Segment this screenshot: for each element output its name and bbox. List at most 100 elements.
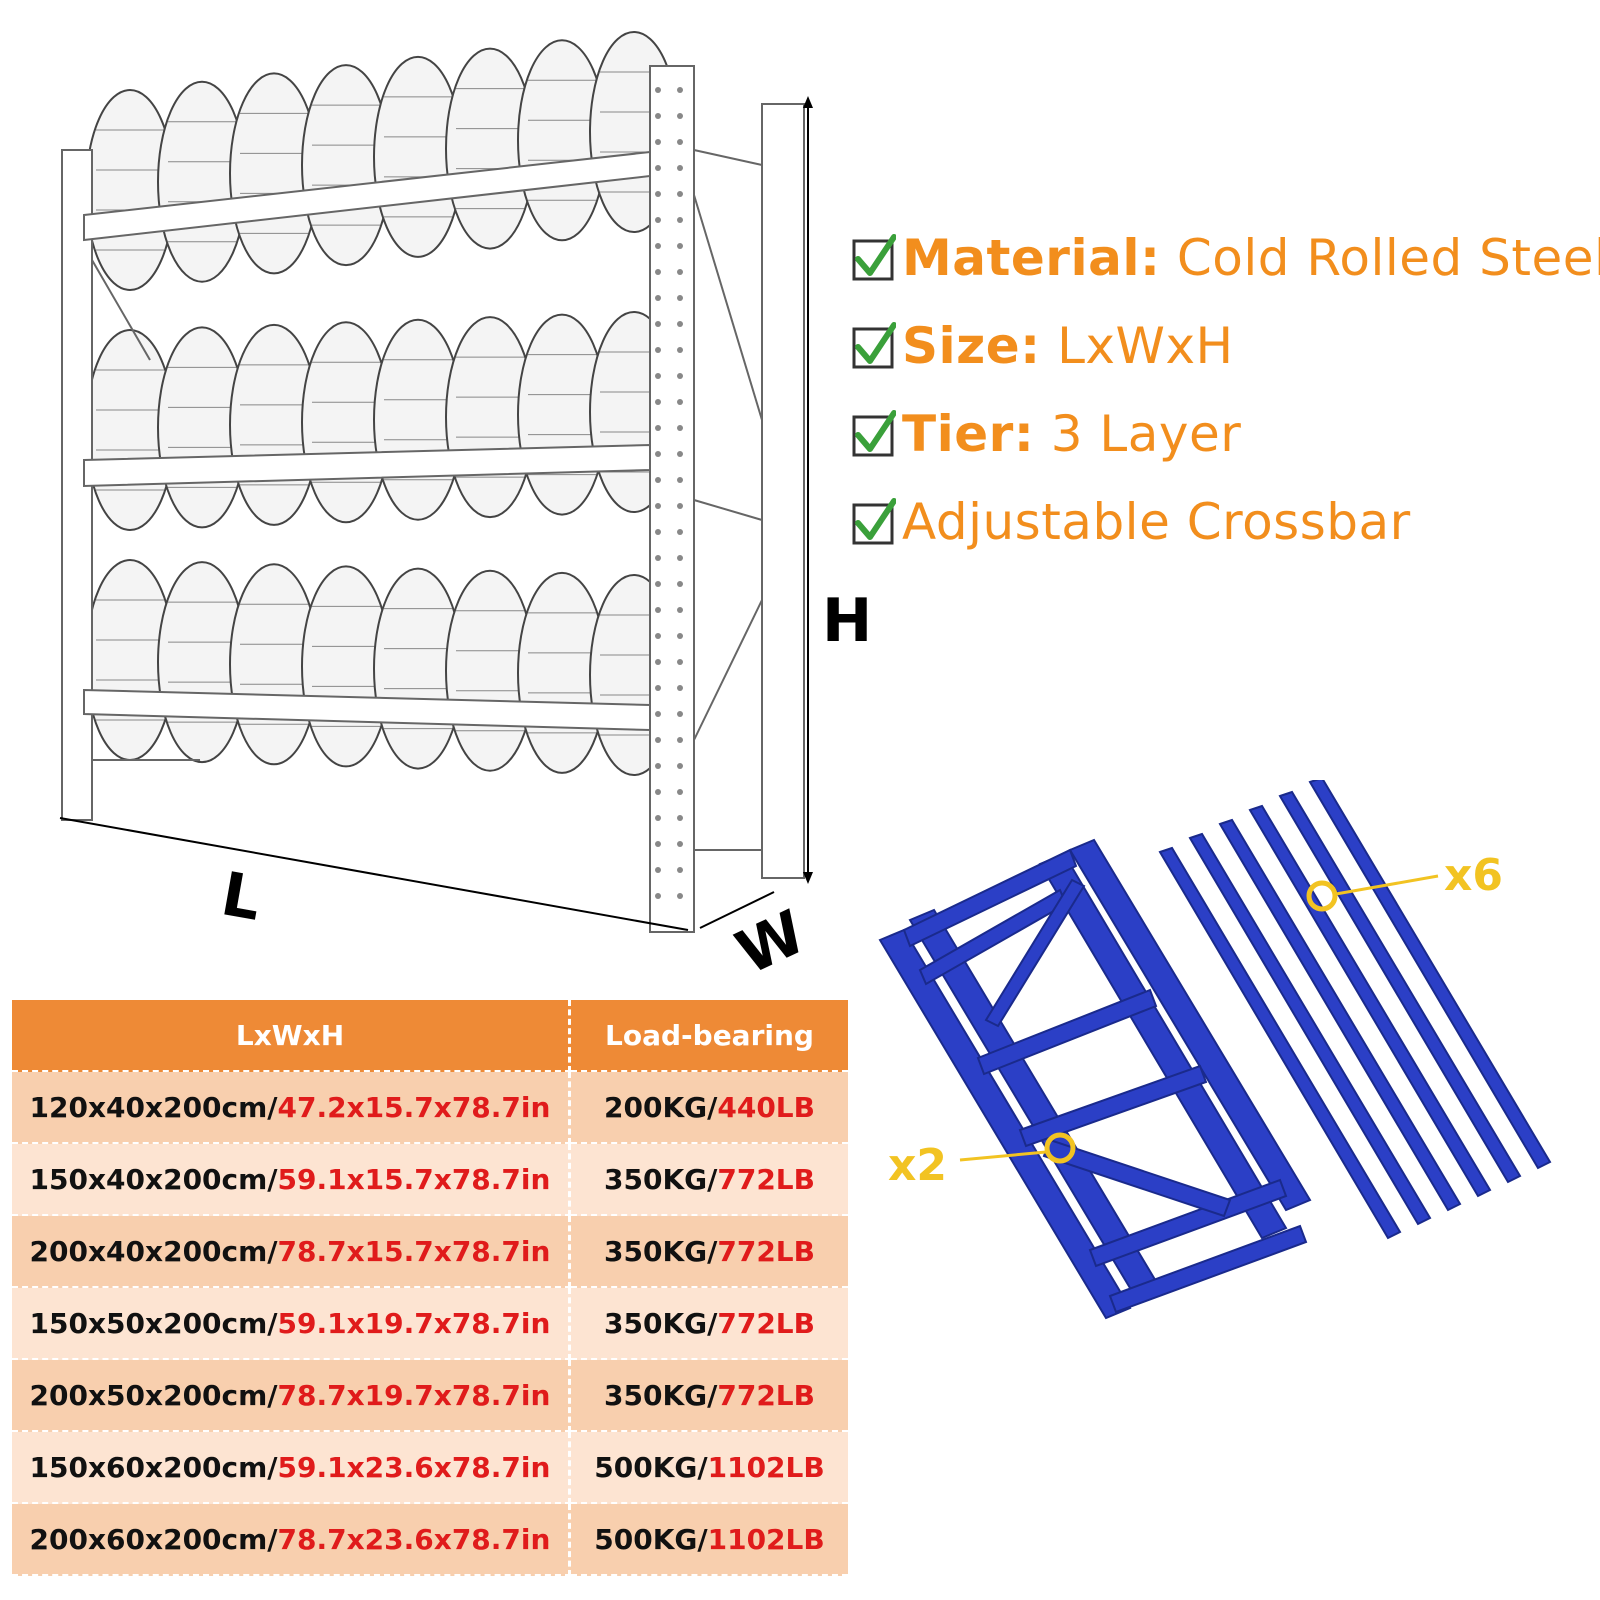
upright-hole (677, 139, 683, 145)
upright-hole (677, 347, 683, 353)
feature-key: Tier: (902, 405, 1035, 463)
checkbox-checked-icon (852, 234, 896, 281)
upright-hole (655, 477, 661, 483)
checkbox-checked-icon (852, 410, 896, 457)
upright-hole (677, 685, 683, 691)
upright-hole (655, 399, 661, 405)
feature-key: Material: (902, 229, 1161, 287)
upright-hole (677, 425, 683, 431)
upright-hole (655, 217, 661, 223)
upright-hole (677, 893, 683, 899)
feature-value: Adjustable Crossbar (902, 493, 1411, 551)
upright-hole (655, 243, 661, 249)
load-cell: 350KG/772LB (571, 1288, 848, 1360)
upright-hole (677, 789, 683, 795)
upright-hole (655, 295, 661, 301)
upright-hole (677, 815, 683, 821)
size-cell: 200x50x200cm/78.7x19.7x78.7in (12, 1360, 571, 1432)
crossbar-beam (1278, 790, 1522, 1184)
upright-hole (655, 113, 661, 119)
upright-hole (655, 373, 661, 379)
upright-hole (655, 425, 661, 431)
upright-hole (655, 321, 661, 327)
table-row: 150x40x200cm/59.1x15.7x78.7in 350KG/772L… (12, 1144, 848, 1216)
upright-hole (655, 815, 661, 821)
upright-hole (655, 841, 661, 847)
upright-hole (655, 269, 661, 275)
upright-hole (677, 659, 683, 665)
checkbox-checked-icon (852, 498, 896, 545)
table-row: 150x60x200cm/59.1x23.6x78.7in 500KG/1102… (12, 1432, 848, 1504)
beam-quantity-label: x6 (1444, 850, 1503, 901)
feature-list: Material: Cold Rolled Steel Size: LxWxH … (852, 214, 1600, 566)
upright-hole (655, 555, 661, 561)
upright-hole (677, 737, 683, 743)
upright-hole (677, 451, 683, 457)
upright-hole (655, 893, 661, 899)
upright-hole (677, 217, 683, 223)
upright-hole (655, 711, 661, 717)
upright-hole (655, 503, 661, 509)
crossbar-beam-icon (1158, 780, 1552, 1240)
tire-rack-illustration (59, 31, 813, 933)
upright-hole (677, 607, 683, 613)
feature-crossbar: Adjustable Crossbar (852, 478, 1597, 566)
frame-quantity-label: x2 (888, 1140, 947, 1191)
upright-hole (677, 269, 683, 275)
table-row: 200x50x200cm/78.7x19.7x78.7in 350KG/772L… (12, 1360, 848, 1432)
upright-hole (655, 139, 661, 145)
upright-hole (655, 633, 661, 639)
upright-hole (677, 633, 683, 639)
load-cell: 200KG/440LB (571, 1072, 848, 1144)
feature-key: Size: (902, 317, 1041, 375)
feature-material: Material: Cold Rolled Steel (852, 214, 1600, 302)
upright-hole (655, 763, 661, 769)
upright-hole (677, 477, 683, 483)
load-cell: 500KG/1102LB (571, 1504, 848, 1576)
upright-hole (677, 373, 683, 379)
upright-hole (655, 191, 661, 197)
upright-hole (677, 867, 683, 873)
crossbar-beam (1308, 780, 1552, 1170)
upright-hole (655, 685, 661, 691)
upright-hole (677, 529, 683, 535)
feature-value: Cold Rolled Steel (1160, 229, 1600, 287)
table-row: 150x50x200cm/59.1x19.7x78.7in 350KG/772L… (12, 1288, 848, 1360)
size-cell: 150x50x200cm/59.1x19.7x78.7in (12, 1288, 571, 1360)
upright-hole (655, 737, 661, 743)
column-header-size: LxWxH (12, 1000, 571, 1072)
load-cell: 500KG/1102LB (571, 1432, 848, 1504)
upright-hole (677, 191, 683, 197)
upright-hole (677, 87, 683, 93)
crossbar-beam (1218, 818, 1462, 1212)
upright-hole (677, 555, 683, 561)
upright-hole (677, 295, 683, 301)
upright-hole (655, 529, 661, 535)
upright-hole (677, 841, 683, 847)
feature-value: LxWxH (1040, 317, 1234, 375)
upright-frame-icon (878, 838, 1312, 1320)
parts-illustration (878, 780, 1552, 1320)
feature-size: Size: LxWxH (852, 302, 1597, 390)
upright-hole (655, 789, 661, 795)
load-cell: 350KG/772LB (571, 1144, 848, 1216)
upright-hole (677, 763, 683, 769)
upright-hole (677, 503, 683, 509)
checkbox-checked-icon (852, 322, 896, 369)
upright-hole (677, 399, 683, 405)
upright-hole (677, 711, 683, 717)
upright-hole (655, 581, 661, 587)
size-cell: 150x60x200cm/59.1x23.6x78.7in (12, 1432, 571, 1504)
upright-hole (677, 113, 683, 119)
height-label: H (822, 586, 873, 656)
load-cell: 350KG/772LB (571, 1360, 848, 1432)
upright-hole (677, 581, 683, 587)
size-load-table: LxWxH Load-bearing 120x40x200cm/47.2x15.… (12, 1000, 848, 1576)
upright-hole (677, 243, 683, 249)
crossbar-beam (1158, 846, 1402, 1240)
upright-hole (655, 87, 661, 93)
feature-tier: Tier: 3 Layer (852, 390, 1597, 478)
upright-hole (677, 165, 683, 171)
upright-hole (677, 321, 683, 327)
crossbar-beam (1188, 832, 1432, 1226)
